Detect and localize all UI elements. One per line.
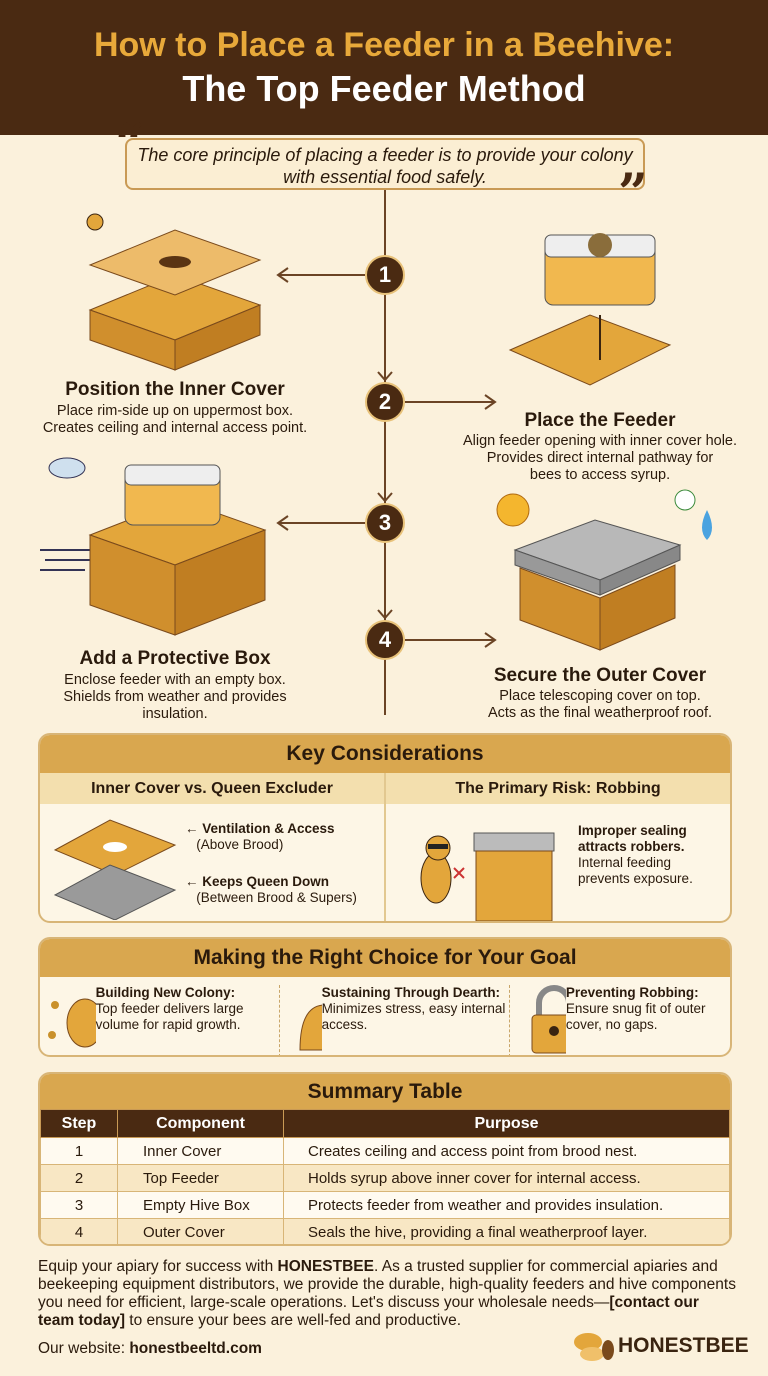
robbing-desc: Improper sealing attracts robbers. Inter… — [578, 823, 693, 886]
robbing-title: The Primary Risk: Robbing — [386, 773, 730, 804]
choice-item-robbing: Preventing Robbing:Ensure snug fit of ou… — [510, 985, 730, 1055]
website-line: Our website: honestbeeltd.com — [38, 1340, 262, 1357]
footer-paragraph: Equip your apiary for success with HONES… — [38, 1258, 736, 1329]
website-link[interactable]: honestbeeltd.com — [129, 1340, 262, 1357]
choice-item-dearth: Sustaining Through Dearth: Minimizes str… — [280, 985, 510, 1055]
outer-cover-hive-illustration — [496, 489, 712, 651]
ventilation-label: ← Ventilation & Access (Above Brood) — [185, 821, 335, 852]
inner-cover-on-box-illustration — [86, 213, 262, 371]
feeder-on-inner-cover-illustration — [508, 233, 672, 386]
step-2-desc: Align feeder opening with inner cover ho… — [462, 433, 738, 483]
step-2-title: Place the Feeder — [524, 410, 676, 431]
flow-arrows — [276, 267, 497, 648]
robber-bee-hive-icon — [420, 832, 555, 921]
header: How to Place a Feeder in a Beehive: The … — [0, 0, 768, 135]
skep-sun-icon — [299, 1004, 322, 1051]
step-3-title: Add a Protective Box — [79, 648, 271, 669]
step-1-badge: 1 — [365, 255, 405, 295]
right-choice-panel: Making the Right Choice for Your Goal Bu… — [38, 937, 732, 1057]
inner-cover-excluder-icon — [53, 819, 177, 920]
step-4-title: Secure the Outer Cover — [493, 665, 707, 686]
flow-line — [384, 190, 386, 715]
step-2-badge: 2 — [365, 382, 405, 422]
hive-with-bees-icon — [48, 998, 96, 1048]
col-purpose: Purpose — [283, 1109, 730, 1138]
step-1-desc: Place rim-side up on uppermost box.Creat… — [42, 403, 308, 436]
quote-box: The core principle of placing a feeder i… — [125, 138, 645, 190]
step-4-badge: 4 — [365, 620, 405, 660]
title-line1: How to Place a Feeder in a Beehive: — [93, 26, 675, 64]
step-3-desc: Enclose feeder with an empty box.Shields… — [63, 672, 287, 722]
padlock-icon — [531, 985, 566, 1054]
protective-box-illustration — [40, 457, 267, 636]
inner-vs-excluder-title: Inner Cover vs. Queen Excluder — [40, 773, 384, 804]
honestbee-logo: HONESTBEE — [572, 1328, 749, 1364]
choice-item-colony: Building New Colony:Top feeder delivers … — [40, 985, 280, 1055]
col-step: Step — [40, 1109, 118, 1138]
step-1-title: Position the Inner Cover — [65, 379, 285, 400]
bee-logo-icon — [574, 1333, 614, 1361]
right-choice-title: Making the Right Choice for Your Goal — [40, 939, 730, 977]
title-line2: The Top Feeder Method — [182, 68, 586, 109]
queen-down-label: ← Keeps Queen Down (Between Brood & Supe… — [185, 874, 357, 905]
step-3-badge: 3 — [365, 503, 405, 543]
key-considerations-title: Key Considerations — [40, 735, 730, 773]
contact-link[interactable]: [contact our team today] — [38, 1294, 699, 1329]
key-considerations-panel: Key Considerations Inner Cover vs. Queen… — [38, 733, 732, 923]
summary-title: Summary Table — [40, 1074, 730, 1109]
col-component: Component — [117, 1109, 284, 1138]
close-quote-icon: ” — [618, 163, 648, 224]
step-4-desc: Place telescoping cover on top.Acts as t… — [487, 688, 713, 721]
